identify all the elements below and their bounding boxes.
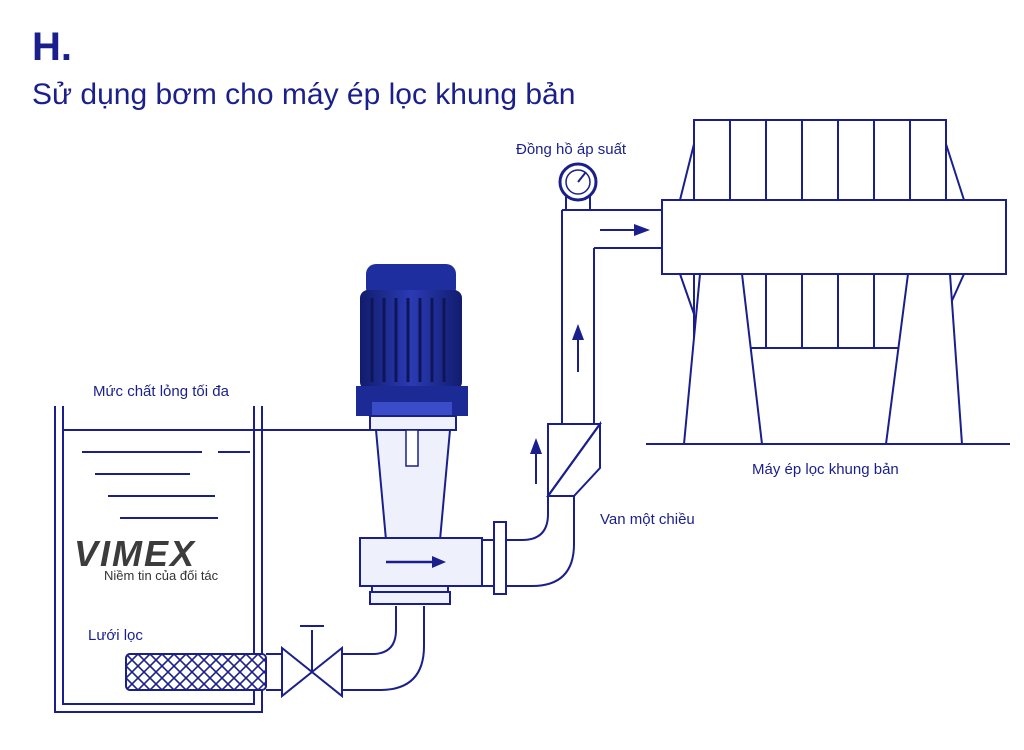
watermark-brand: VIMEX [74,533,196,574]
filter-press [646,119,1010,445]
pump [356,264,507,605]
strainer-mesh [125,653,267,691]
max-liquid-level-label: Mức chất lỏng tối đa [93,383,230,400]
check-valve [546,420,602,500]
heading-letter: H. [32,25,72,69]
pressure-gauge-label: Đồng hồ áp suất [516,141,627,158]
filter-press-label: Máy ép lọc khung bản [752,461,899,478]
gate-valve [281,625,343,699]
vimex-watermark: VIMEX Niềm tin của đối tác [74,533,219,583]
watermark-slogan: Niềm tin của đối tác [104,568,219,583]
discharge-pipe [506,209,662,587]
tank [54,406,370,713]
suction-pipe [266,606,425,691]
strainer-label: Lưới lọc [88,627,143,644]
pump-motor [356,264,468,416]
check-valve-label: Van một chiều [600,511,695,528]
pressure-gauge [558,162,598,211]
heading-title: Sử dụng bơm cho máy ép lọc khung bản [32,78,575,111]
